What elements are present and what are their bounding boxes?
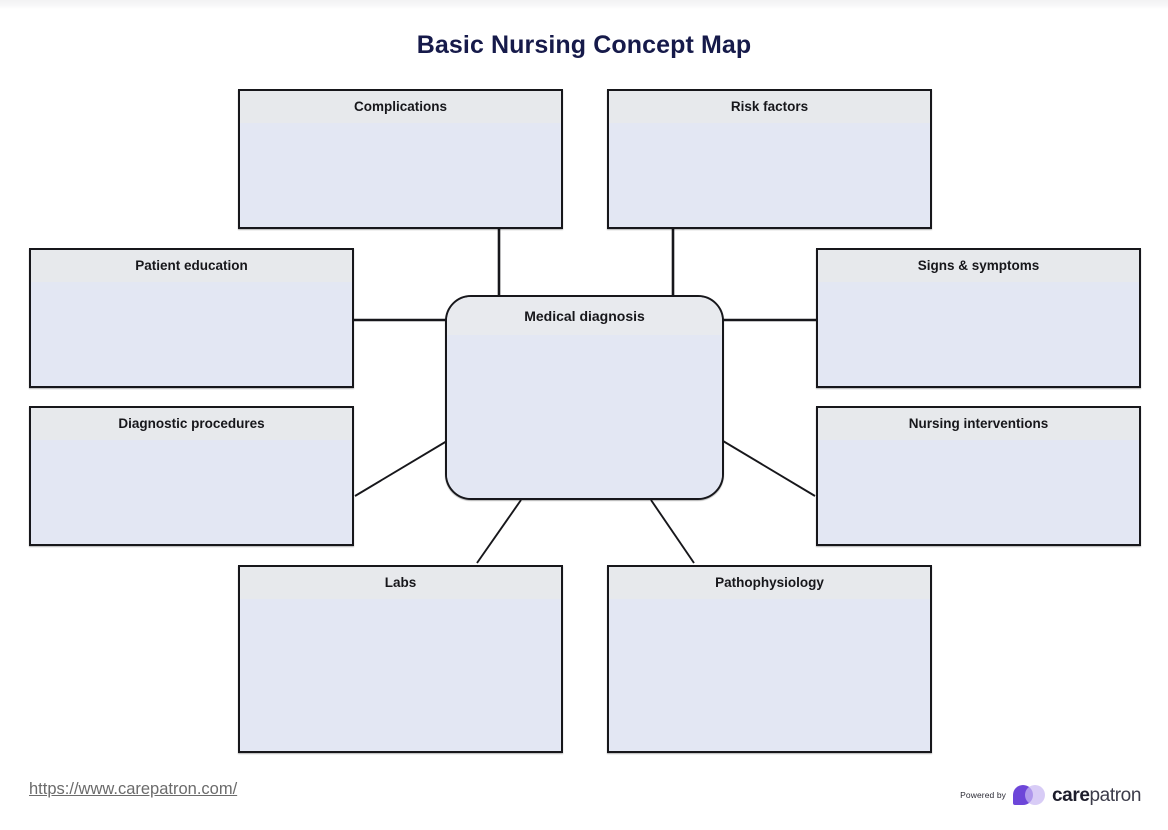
node-content-area[interactable] bbox=[609, 599, 930, 751]
node-label: Patient education bbox=[135, 258, 248, 274]
carepatron-wordmark: carepatron bbox=[1052, 786, 1141, 805]
node-label: Medical diagnosis bbox=[524, 308, 645, 324]
node-content-area[interactable] bbox=[609, 123, 930, 227]
node-content-area[interactable] bbox=[31, 440, 352, 544]
node-header: Medical diagnosis bbox=[447, 297, 722, 335]
node-label: Signs & symptoms bbox=[917, 258, 1040, 274]
node-content-area[interactable] bbox=[31, 282, 352, 386]
node-pathophysiology[interactable]: Pathophysiology bbox=[607, 565, 932, 753]
page-title: Basic Nursing Concept Map bbox=[416, 31, 752, 59]
carepatron-url-link[interactable]: https://www.carepatron.com/ bbox=[29, 780, 238, 798]
node-content-area[interactable] bbox=[240, 599, 561, 751]
wordmark-care: care bbox=[1052, 784, 1090, 806]
carepatron-branding: Powered by carepatron bbox=[960, 783, 1141, 807]
wordmark-patron: patron bbox=[1089, 784, 1142, 806]
link-labs bbox=[476, 499, 522, 564]
node-content-area[interactable] bbox=[818, 282, 1139, 386]
node-content-area[interactable] bbox=[818, 440, 1139, 544]
powered-by-label: Powered by bbox=[960, 790, 1007, 800]
logo-circle-shape bbox=[1025, 785, 1046, 805]
node-label: Nursing interventions bbox=[908, 416, 1049, 432]
node-header: Complications bbox=[240, 91, 561, 123]
node-label: Complications bbox=[353, 99, 447, 115]
link-pathophysiology bbox=[650, 499, 695, 564]
node-label: Risk factors bbox=[730, 99, 809, 115]
node-complications[interactable]: Complications bbox=[238, 89, 563, 229]
node-signs-symptoms[interactable]: Signs & symptoms bbox=[816, 248, 1141, 388]
node-risk-factors[interactable]: Risk factors bbox=[607, 89, 932, 229]
link-diagnostic-procedures bbox=[354, 434, 458, 497]
node-content-area[interactable] bbox=[240, 123, 561, 227]
page-top-edge bbox=[0, 0, 1168, 9]
node-content-area[interactable] bbox=[447, 335, 722, 498]
node-header: Pathophysiology bbox=[609, 567, 930, 599]
node-label: Pathophysiology bbox=[715, 575, 824, 591]
link-nursing-interventions bbox=[712, 434, 816, 497]
node-diagnostic-procedures[interactable]: Diagnostic procedures bbox=[29, 406, 354, 546]
node-header: Nursing interventions bbox=[818, 408, 1139, 440]
node-header: Patient education bbox=[31, 250, 352, 282]
node-header: Signs & symptoms bbox=[818, 250, 1139, 282]
node-patient-education[interactable]: Patient education bbox=[29, 248, 354, 388]
node-header: Labs bbox=[240, 567, 561, 599]
carepatron-logo-icon bbox=[1013, 783, 1046, 807]
node-label: Labs bbox=[384, 575, 417, 591]
node-labs[interactable]: Labs bbox=[238, 565, 563, 753]
node-header: Diagnostic procedures bbox=[31, 408, 352, 440]
node-nursing-interventions[interactable]: Nursing interventions bbox=[816, 406, 1141, 546]
node-medical-diagnosis[interactable]: Medical diagnosis bbox=[445, 295, 724, 500]
node-label: Diagnostic procedures bbox=[118, 416, 265, 432]
node-header: Risk factors bbox=[609, 91, 930, 123]
